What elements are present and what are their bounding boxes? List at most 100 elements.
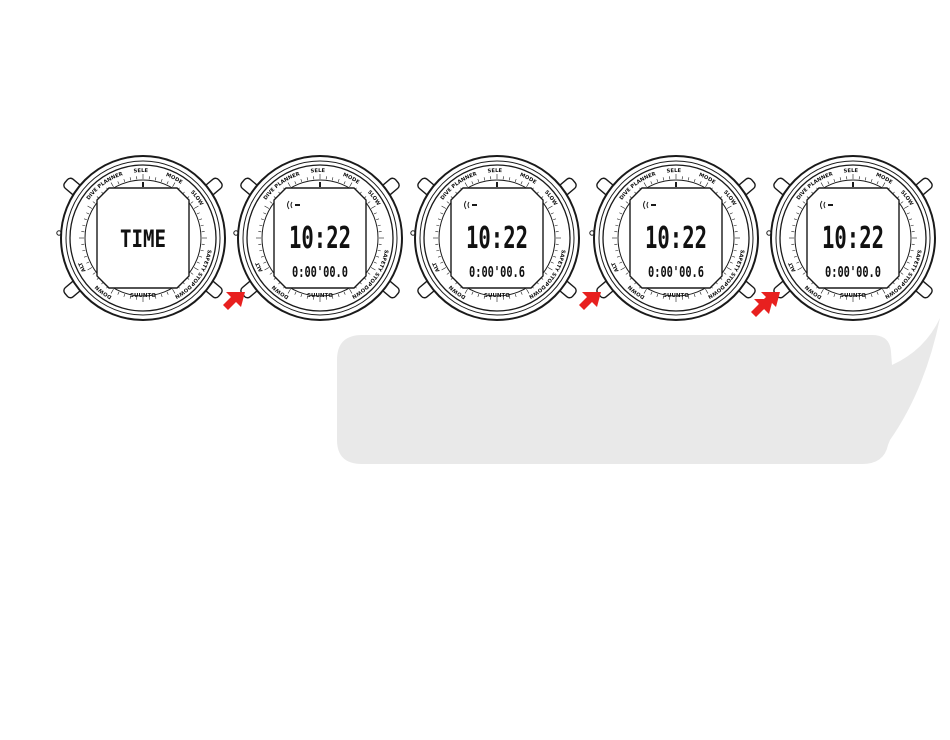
bezel-tick <box>909 255 913 258</box>
bezel-tick <box>264 267 270 271</box>
press-arrow-short-press <box>579 292 601 310</box>
bezel-tick <box>733 249 737 252</box>
bezel-tick <box>827 291 830 295</box>
bezel-tick <box>910 224 914 227</box>
bezel-tick <box>287 182 291 188</box>
inner-ring <box>261 179 379 297</box>
bezel-tick <box>729 212 733 215</box>
bezel-tick <box>544 201 548 204</box>
bezel-tick <box>864 177 867 181</box>
bezel-tick <box>337 294 340 298</box>
bezel-tick <box>263 261 267 264</box>
bezel-tick <box>870 178 873 182</box>
bezel-label-bottom-left: ALT <box>611 261 621 273</box>
bezel-tick <box>553 218 557 221</box>
bezel-tick <box>331 177 334 181</box>
bezel-tick <box>909 218 913 221</box>
bezel-tick <box>199 218 203 221</box>
bezel-tick <box>300 294 303 298</box>
lcd-screen <box>96 187 190 289</box>
bezel-ring <box>779 164 927 312</box>
bezel-ring <box>69 164 217 312</box>
bezel-tick <box>373 261 377 264</box>
press-arrow-short-press <box>223 292 245 310</box>
bezel-tick <box>820 288 824 294</box>
side-dot <box>56 230 62 236</box>
bezel-tick <box>547 205 553 209</box>
bezel-tick <box>117 181 120 185</box>
bezel-tick <box>436 224 440 227</box>
main-display-text: 10:22 <box>289 221 351 256</box>
side-dot <box>410 230 416 236</box>
case-ring <box>775 160 931 316</box>
bezel-tick <box>792 249 796 252</box>
bezel-tick <box>802 272 806 275</box>
bezel-tick <box>376 218 380 221</box>
bezel-tick <box>440 261 444 264</box>
bezel-tick <box>882 182 886 188</box>
side-dot <box>766 230 772 236</box>
bezel-tick <box>619 212 623 215</box>
bezel-tick <box>797 205 803 209</box>
bezel-ring <box>602 164 750 312</box>
top-marker <box>675 182 677 187</box>
bezel-tick <box>550 212 554 215</box>
bezel-tick <box>376 255 380 258</box>
inner-ring <box>438 179 556 297</box>
bezel-tick <box>508 177 511 181</box>
bezel-tick <box>129 177 132 181</box>
bezel-tick <box>882 288 886 294</box>
bezel-tick <box>726 267 732 271</box>
bezel-tick <box>477 178 480 182</box>
bezel-tick <box>693 178 696 182</box>
signal-indicator-icon <box>287 200 300 210</box>
bezel-tick <box>294 181 297 185</box>
bezel-tick <box>733 224 737 227</box>
case-ring <box>65 160 221 316</box>
bezel-tick <box>306 295 309 299</box>
bezel-label-top-left-inner: SELECT <box>0 0 149 175</box>
bezel-tick <box>82 249 86 252</box>
bezel-tick <box>705 182 709 188</box>
brand-logo: SUUNTO <box>130 293 156 299</box>
inner-ring <box>794 179 912 297</box>
bezel-tick <box>446 272 450 275</box>
bezel-tick <box>827 181 830 185</box>
bezel-tick <box>166 291 169 295</box>
bezel-tick <box>833 294 836 298</box>
bezel-tick <box>349 182 353 188</box>
bezel-tick <box>839 295 842 299</box>
bezel-tick <box>650 291 653 295</box>
bezel-tick <box>870 294 873 298</box>
bezel-tick <box>349 288 353 294</box>
bezel-tick <box>547 267 553 271</box>
bezel-tick <box>86 212 90 215</box>
bezel-tick <box>906 261 910 264</box>
side-dot <box>233 230 239 236</box>
bezel-tick <box>662 177 665 181</box>
inner-ring <box>84 179 202 297</box>
bezel-tick <box>483 177 486 181</box>
bezel-tick <box>110 182 114 188</box>
bezel-tick <box>483 295 486 299</box>
bezel-label-bottom-left: ALT <box>788 261 798 273</box>
bezel-tick <box>620 267 626 271</box>
brand-logo: SUUNTO <box>840 293 866 299</box>
bezel-tick <box>367 272 371 275</box>
bezel-tick <box>377 249 381 252</box>
top-marker <box>319 182 321 187</box>
bezel-tick <box>699 291 702 295</box>
bezel-tick <box>656 294 659 298</box>
bezel-tick <box>471 291 474 295</box>
sub-display-text: 0:00'00.0 <box>825 263 881 281</box>
bezel-tick <box>464 288 468 294</box>
brand-logo: SUUNTO <box>484 293 510 299</box>
top-marker <box>142 182 144 187</box>
bezel-tick <box>269 201 273 204</box>
bezel-tick <box>87 205 93 209</box>
bezel-tick <box>723 201 727 204</box>
bezel-tick <box>306 177 309 181</box>
bezel-tick <box>732 255 736 258</box>
bezel-tick <box>269 272 273 275</box>
